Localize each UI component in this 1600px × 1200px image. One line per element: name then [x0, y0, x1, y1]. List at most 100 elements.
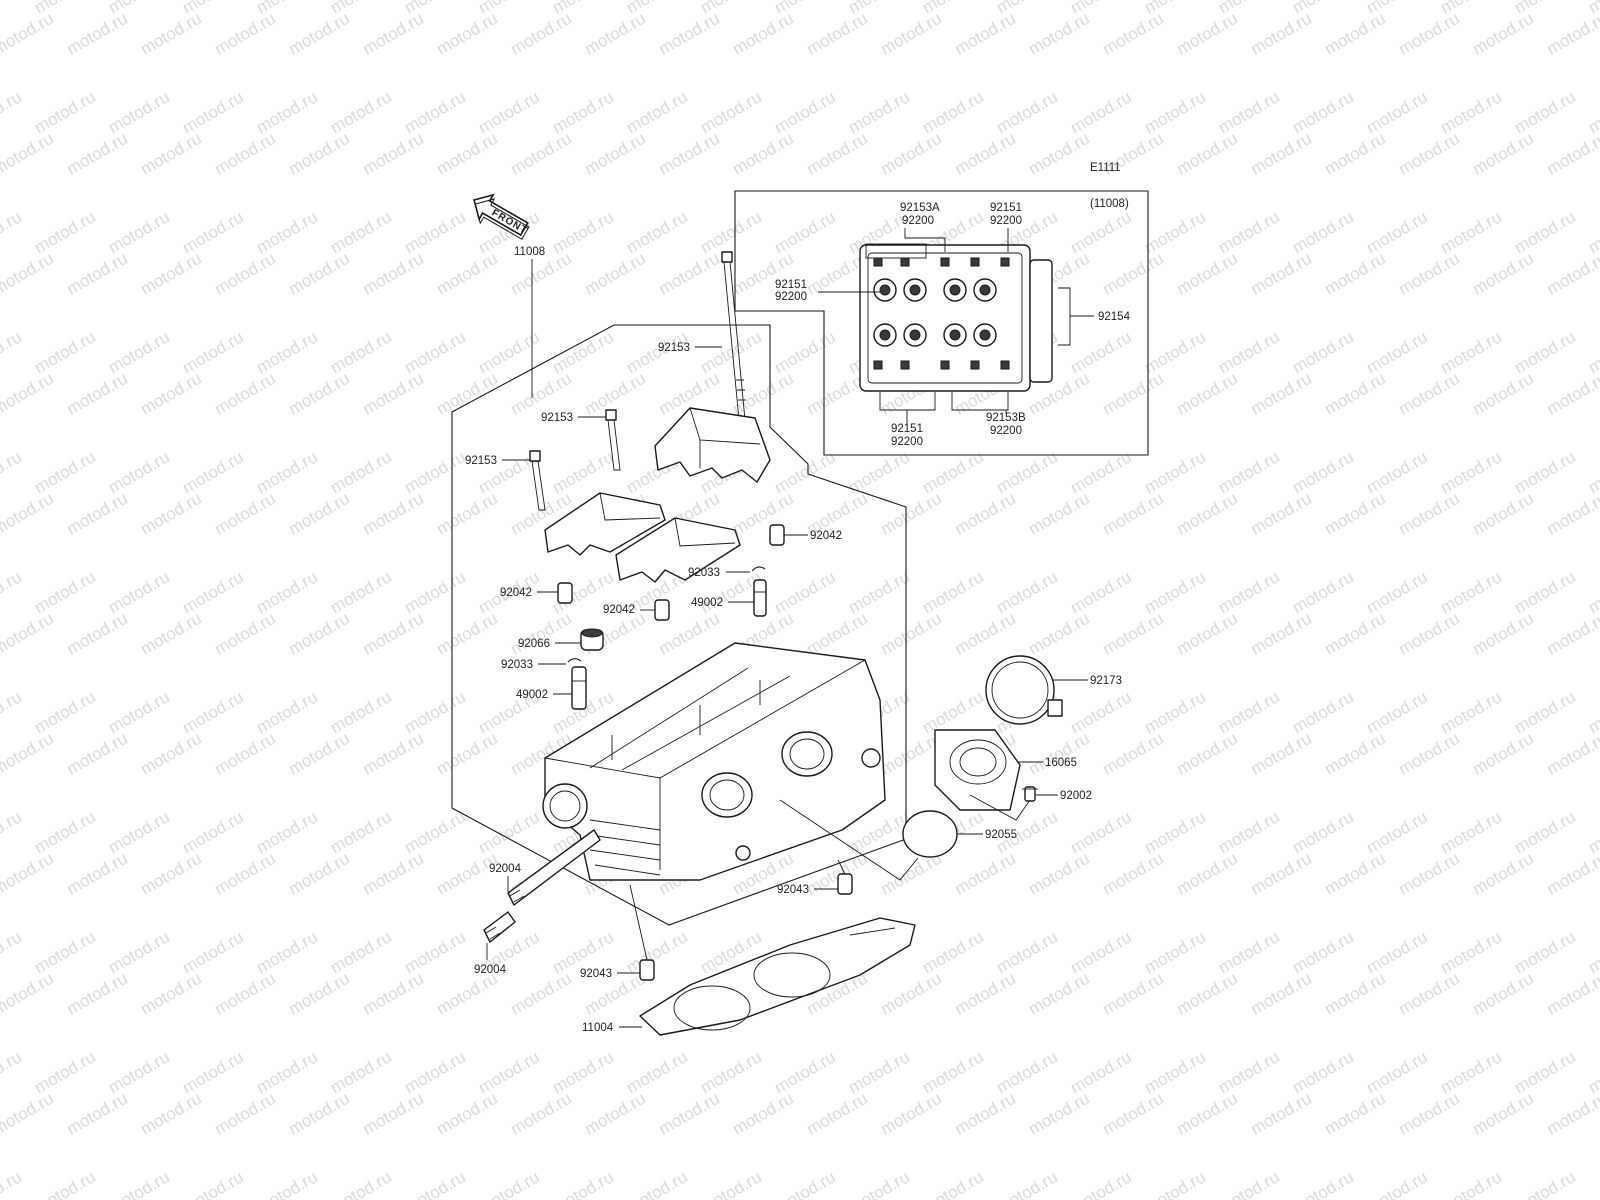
seal-92066 — [580, 628, 604, 651]
inset-bolt — [1000, 360, 1010, 370]
watermark-text: motod.ru — [1437, 807, 1505, 857]
watermark-text: motod.ru — [359, 9, 427, 59]
watermark-text: motod.ru — [1543, 369, 1600, 419]
watermark-text: motod.ru — [1099, 609, 1167, 659]
watermark-text: motod.ru — [1247, 1089, 1315, 1139]
watermark-text: motod.ru — [1543, 249, 1600, 299]
watermark-text: motod.ru — [1511, 807, 1579, 857]
watermark-text: motod.ru — [0, 129, 57, 179]
watermark-text: motod.ru — [359, 489, 427, 539]
watermark-text: motod.ru — [729, 489, 797, 539]
watermark-text: motod.ru — [1067, 1167, 1135, 1200]
watermark-text: motod.ru — [253, 567, 321, 617]
inset-ring-core — [979, 329, 991, 341]
watermark-text: motod.ru — [0, 447, 25, 497]
watermark-text: motod.ru — [1247, 369, 1315, 419]
watermark-text: motod.ru — [1543, 609, 1600, 659]
watermark-text: motod.ru — [1247, 729, 1315, 779]
watermark-text: motod.ru — [1321, 849, 1389, 899]
label-92173: 92173 — [1090, 675, 1122, 687]
watermark-text: motod.ru — [31, 687, 99, 737]
watermark-text: motod.ru — [951, 1089, 1019, 1139]
watermark-text: motod.ru — [211, 9, 279, 59]
watermark-text: motod.ru — [1469, 1089, 1537, 1139]
stud-92004-bottom — [483, 911, 516, 943]
watermark-text: motod.ru — [0, 849, 57, 899]
watermark-text: motod.ru — [655, 1089, 723, 1139]
watermark-text: motod.ru — [1067, 807, 1135, 857]
watermark-text: motod.ru — [1099, 729, 1167, 779]
watermark-text: motod.ru — [1025, 609, 1093, 659]
watermark-text: motod.ru — [951, 609, 1019, 659]
watermark-text: motod.ru — [1363, 927, 1431, 977]
inset-label-92153A: 92153A — [900, 202, 940, 214]
o-ring-92055 — [902, 810, 958, 858]
bolt-92153-left — [529, 450, 546, 511]
watermark-text: motod.ru — [137, 129, 205, 179]
cam-cap-left — [544, 492, 666, 556]
watermark-text: motod.ru — [0, 687, 25, 737]
watermark-text: motod.ru — [951, 969, 1019, 1019]
watermark-text: motod.ru — [253, 807, 321, 857]
watermark-text: motod.ru — [211, 729, 279, 779]
watermark-text: motod.ru — [1099, 969, 1167, 1019]
watermark-text: motod.ru — [1247, 249, 1315, 299]
label-92055: 92055 — [985, 829, 1017, 841]
label-92033-r: 92033 — [688, 567, 720, 579]
watermark-text: motod.ru — [549, 207, 617, 257]
watermark-text: motod.ru — [1543, 489, 1600, 539]
watermark-text: motod.ru — [0, 1167, 25, 1200]
watermark-text: motod.ru — [919, 927, 987, 977]
watermark-text: motod.ru — [327, 927, 395, 977]
watermark-text: motod.ru — [1469, 129, 1537, 179]
inset-label-92200-tr: 92200 — [990, 215, 1022, 227]
watermark-text: motod.ru — [1099, 249, 1167, 299]
watermark-text: motod.ru — [31, 1167, 99, 1200]
watermark-text: motod.ru — [1321, 1089, 1389, 1139]
label-92042-m: 92042 — [603, 604, 635, 616]
watermark-text: motod.ru — [1247, 969, 1315, 1019]
watermark-text: motod.ru — [1067, 687, 1135, 737]
watermark-text: motod.ru — [179, 807, 247, 857]
watermark-text: motod.ru — [1437, 687, 1505, 737]
watermark-text: motod.ru — [1321, 969, 1389, 1019]
watermark-text: motod.ru — [1247, 609, 1315, 659]
inset-bolt — [940, 360, 950, 370]
watermark-text: motod.ru — [1437, 447, 1505, 497]
watermark-text: motod.ru — [1025, 1089, 1093, 1139]
watermark-text: motod.ru — [1363, 687, 1431, 737]
watermark-text: motod.ru — [359, 369, 427, 419]
watermark-text: motod.ru — [0, 567, 25, 617]
watermark-text: motod.ru — [0, 489, 57, 539]
cam-cap-middle — [615, 517, 741, 583]
watermark-text: motod.ru — [951, 849, 1019, 899]
watermark-text: motod.ru — [327, 567, 395, 617]
watermark-text: motod.ru — [211, 129, 279, 179]
watermark-text: motod.ru — [1543, 729, 1600, 779]
inset-bolts — [873, 257, 1010, 370]
watermark-text: motod.ru — [401, 807, 469, 857]
watermark-text: motod.ru — [1289, 1167, 1357, 1200]
watermark-text: motod.ru — [137, 249, 205, 299]
watermark-text: motod.ru — [1469, 849, 1537, 899]
watermark-text: motod.ru — [401, 87, 469, 137]
watermark-text: motod.ru — [0, 807, 25, 857]
head-top-view — [859, 243, 1053, 392]
watermark-text: motod.ru — [401, 687, 469, 737]
watermark-text: motod.ru — [1215, 207, 1283, 257]
watermark-text: motod.ru — [1395, 249, 1463, 299]
watermark-text: motod.ru — [401, 1167, 469, 1200]
watermark-text: motod.ru — [401, 927, 469, 977]
watermark-text: motod.ru — [1025, 729, 1093, 779]
watermark-text: motod.ru — [1469, 369, 1537, 419]
watermark-text: motod.ru — [507, 609, 575, 659]
watermark-text: motod.ru — [31, 567, 99, 617]
watermark-text: motod.ru — [1437, 87, 1505, 137]
inset-ring-core — [879, 284, 891, 296]
cam-holder-right — [654, 407, 771, 483]
watermark-text: motod.ru — [105, 927, 173, 977]
watermark-text: motod.ru — [253, 687, 321, 737]
watermark-text: motod.ru — [433, 1089, 501, 1139]
watermark-text: motod.ru — [211, 849, 279, 899]
watermark-text: motod.ru — [1215, 87, 1283, 137]
